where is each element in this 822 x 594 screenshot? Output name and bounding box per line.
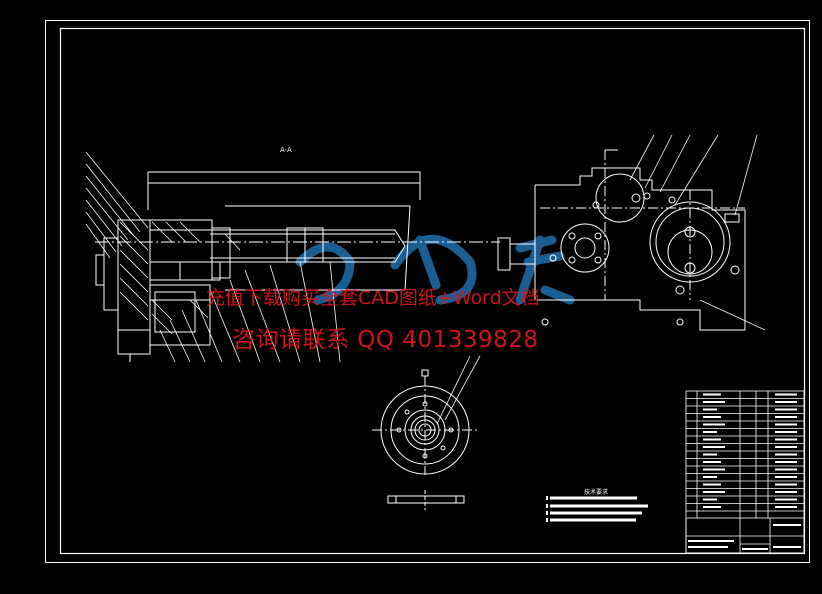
title-block-text-mark: [703, 401, 725, 403]
title-block-text-mark: [775, 408, 797, 411]
title-block-text-mark: [775, 476, 797, 478]
inner-border: [59, 27, 806, 555]
title-block-text-mark: [688, 546, 728, 548]
title-block-text-mark: [703, 506, 721, 508]
title-block-text-mark: [775, 491, 797, 493]
title-block-text-mark: [775, 453, 797, 456]
title-block-text-mark: [703, 483, 721, 486]
title-block-text-mark: [703, 491, 725, 493]
round-part-view: [372, 355, 481, 510]
title-block-text-mark: [775, 446, 797, 448]
tech-requirements-title: 技术要求: [584, 489, 609, 496]
title-block-text-mark: [775, 423, 797, 426]
title-block-text-mark: [775, 461, 797, 463]
title-block-text-mark: [703, 498, 717, 501]
title-block-text-mark: [775, 498, 797, 501]
title-block-text-mark: [775, 416, 797, 418]
title-block-text-mark: [703, 468, 725, 471]
title-block-text-mark: [688, 540, 734, 542]
watermark-line-1: 充值下载购买全套CAD图纸+Word文档: [206, 287, 540, 309]
side-view: [497, 134, 766, 331]
title-block-text-mark: [775, 431, 797, 433]
title-block-text-mark: [775, 483, 797, 486]
outer-border: [45, 20, 810, 563]
section-label: A-A: [280, 146, 292, 154]
watermark-line-2: 咨询请联系 QQ 401339828: [232, 327, 539, 353]
title-block-text-mark: [703, 431, 717, 433]
title-block-text-mark: [703, 393, 721, 396]
main-section-view: [85, 151, 500, 363]
title-block-text-mark: [703, 476, 717, 478]
title-block: [685, 390, 805, 554]
title-block-text-mark: [773, 546, 801, 548]
title-block-text-mark: [703, 438, 721, 441]
title-block-text-mark: [703, 453, 717, 456]
title-block-text-mark: [703, 461, 721, 463]
title-block-text-mark: [703, 446, 725, 448]
title-block-text-mark: [773, 524, 801, 526]
tech-requirements: [546, 496, 648, 522]
title-block-text-mark: [742, 548, 768, 550]
title-block-text-mark: [775, 401, 797, 403]
title-block-text-mark: [775, 506, 797, 508]
title-block-text-marks: [688, 393, 801, 550]
title-block-text-mark: [703, 416, 721, 418]
title-block-text-mark: [703, 423, 725, 426]
title-block-text-mark: [703, 408, 717, 411]
title-block-text-mark: [775, 393, 797, 396]
title-block-text-mark: [775, 438, 797, 441]
title-block-text-mark: [775, 468, 797, 471]
